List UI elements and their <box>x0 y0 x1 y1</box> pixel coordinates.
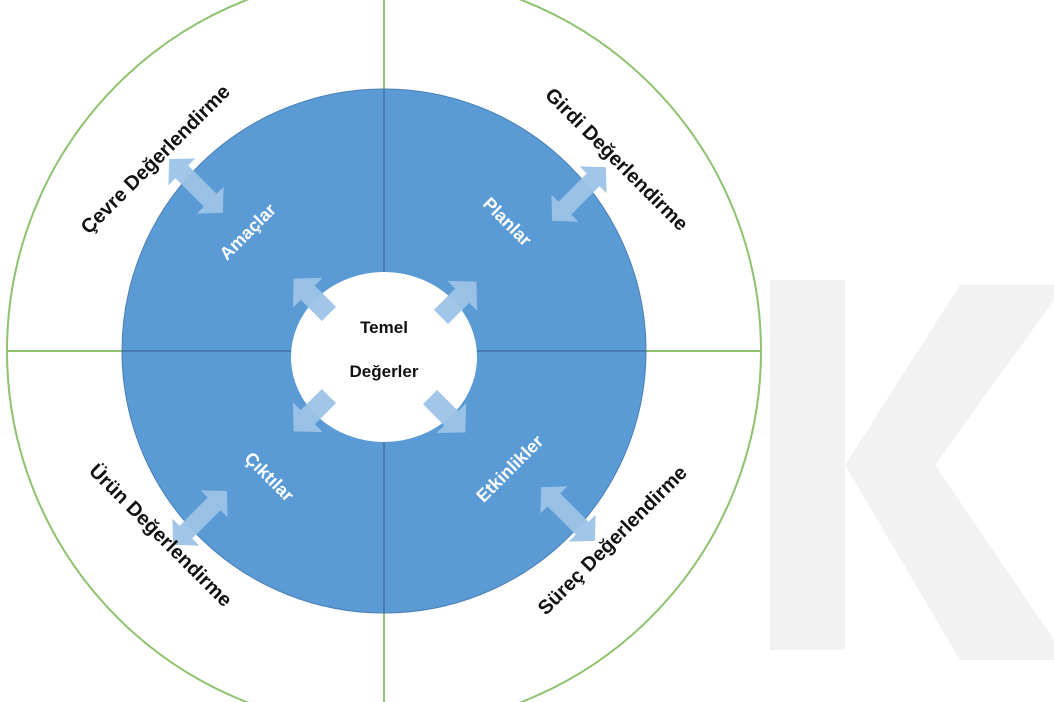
center-label-line2: Değerler <box>350 362 419 381</box>
center-label-line1: Temel <box>360 318 408 337</box>
watermark-logo <box>770 280 1054 660</box>
